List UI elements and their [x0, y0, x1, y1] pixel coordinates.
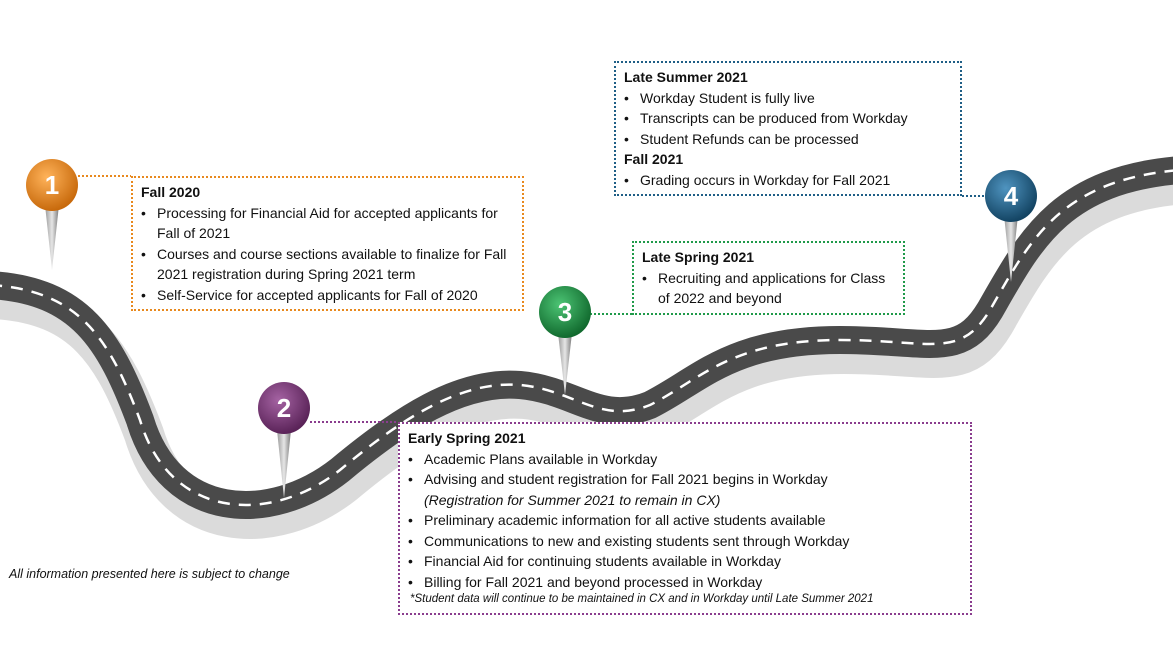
list-item: Academic Plans available in Workday — [408, 449, 962, 470]
list-item: Processing for Financial Aid for accepte… — [141, 203, 514, 244]
milestone-number-2: 2 — [277, 393, 291, 423]
milestone-box-2: Early Spring 2021 Academic Plans availab… — [398, 422, 972, 615]
milestone-pin-2 — [258, 382, 310, 498]
list-item-text: Advising and student registration for Fa… — [424, 471, 828, 487]
list-item: Preliminary academic information for all… — [408, 510, 962, 531]
milestone-4-sublist: Grading occurs in Workday for Fall 2021 — [624, 170, 952, 191]
list-item: Self-Service for accepted applicants for… — [141, 285, 514, 306]
milestone-box-3: Late Spring 2021 Recruiting and applicat… — [632, 241, 905, 315]
milestone-4-heading: Late Summer 2021 — [624, 69, 748, 85]
milestone-pin-4 — [985, 170, 1037, 282]
milestone-number-3: 3 — [558, 297, 572, 327]
list-item: Financial Aid for continuing students av… — [408, 551, 962, 572]
list-item: Workday Student is fully live — [624, 88, 952, 109]
list-item: Student Refunds can be processed — [624, 129, 952, 150]
list-item: Transcripts can be produced from Workday — [624, 108, 952, 129]
milestone-2-list: Academic Plans available in Workday Advi… — [408, 449, 962, 593]
milestone-1-list: Processing for Financial Aid for accepte… — [141, 203, 514, 306]
milestone-number-1: 1 — [45, 170, 59, 200]
disclaimer: All information presented here is subjec… — [9, 567, 290, 581]
list-item: Grading occurs in Workday for Fall 2021 — [624, 170, 952, 191]
milestone-2-footnote: *Student data will continue to be mainta… — [410, 593, 874, 605]
milestone-2-heading: Early Spring 2021 — [408, 430, 526, 446]
road-centerline — [0, 169, 1173, 507]
milestone-box-1: Fall 2020 Processing for Financial Aid f… — [131, 176, 524, 311]
milestone-pin-3 — [539, 286, 591, 395]
milestone-4-subheading: Fall 2021 — [624, 151, 684, 167]
milestone-3-list: Recruiting and applications for Class of… — [642, 268, 895, 309]
milestone-box-4: Late Summer 2021 Workday Student is full… — [614, 61, 962, 196]
list-item: Courses and course sections available to… — [141, 244, 514, 285]
milestone-pin-1 — [26, 159, 78, 270]
milestone-number-4: 4 — [1004, 181, 1019, 211]
milestone-1-heading: Fall 2020 — [141, 184, 201, 200]
milestone-4-list: Workday Student is fully live Transcript… — [624, 88, 952, 150]
registration-note: (Registration for Summer 2021 to remain … — [424, 491, 721, 508]
list-item: Communications to new and existing stude… — [408, 531, 962, 552]
list-item: Billing for Fall 2021 and beyond process… — [408, 572, 962, 593]
milestone-3-heading: Late Spring 2021 — [642, 249, 755, 265]
list-item: Recruiting and applications for Class of… — [642, 268, 895, 309]
list-item: Advising and student registration for Fa… — [408, 469, 962, 510]
